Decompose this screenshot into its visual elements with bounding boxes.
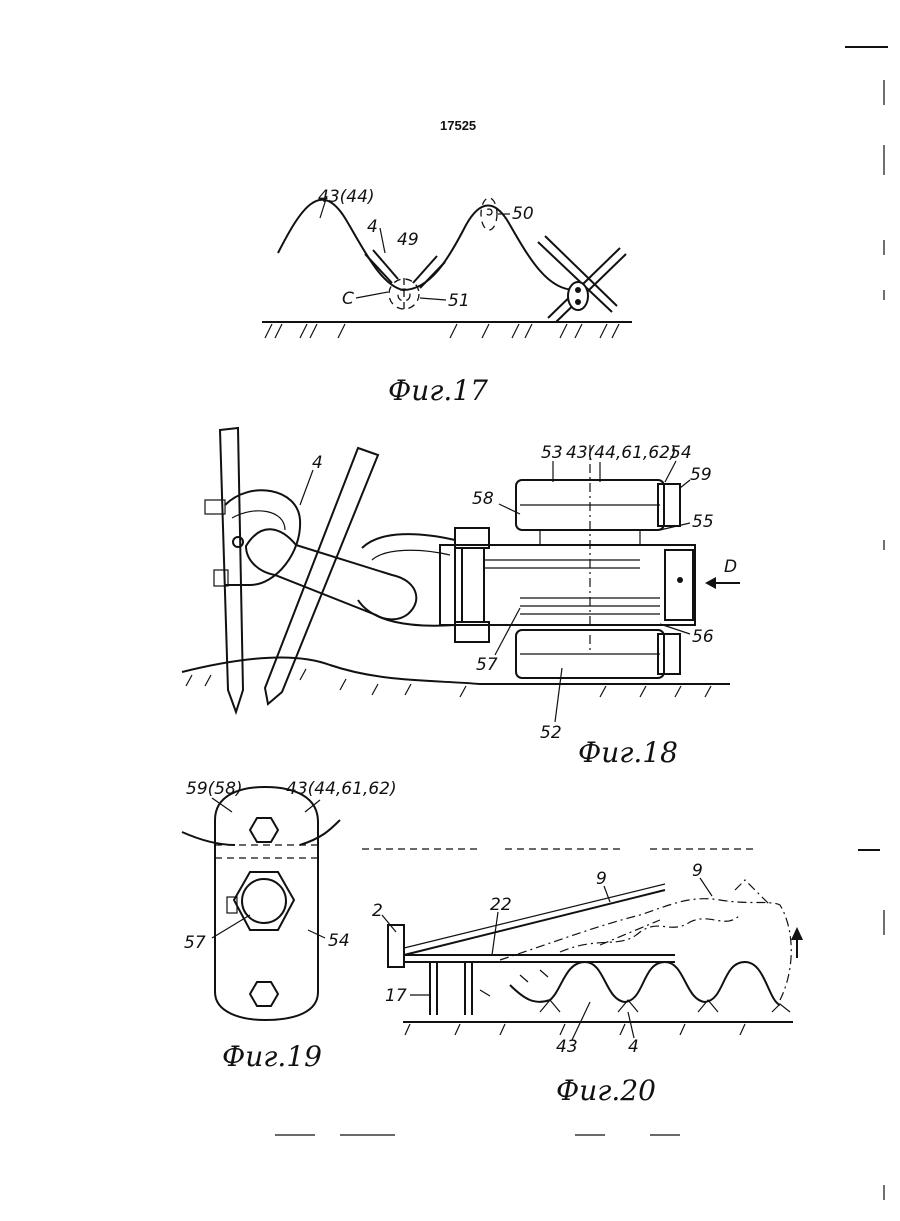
label-59-58: 59(58) [186,779,243,799]
label-43-44-61-62: 43(44,61,62) [286,779,397,799]
label-54: 54 [328,931,350,951]
label-52: 52 [540,723,562,743]
label-4: 4 [312,453,323,473]
figure-20: 2 22 9 9 17 43 4 Фиг.20 [362,849,803,1107]
tines-4 [540,1000,790,1012]
figure-19: 59(58) 43(44,61,62) 57 54 Фиг.19 [182,779,397,1073]
label-C: C [342,289,354,309]
label-58: 58 [472,489,494,509]
boom-9 [404,890,665,955]
label-2: 2 [372,901,383,921]
label-51: 51 [448,291,470,311]
axle-shaft [440,545,695,625]
spring-arc-right [300,820,340,845]
label-43: 43 [556,1037,578,1057]
label-17: 17 [385,986,407,1006]
clamp-50 [481,198,497,230]
label-50: 50 [512,204,534,224]
label-57: 57 [476,655,498,675]
label-43-44-61-62: 43(44,61,62) [566,443,677,463]
label-59: 59 [690,465,712,485]
label-4: 4 [367,217,378,237]
clamp-plate-54 [215,787,318,1020]
label-43-44: 43(44) [318,187,375,207]
clamp [568,282,588,310]
label-22: 22 [490,895,512,915]
figure-18: 4 53 43(44,61,62) 54 59 58 55 D 56 57 52… [182,428,740,769]
ground-line [182,657,730,684]
caption-fig-18: Фиг.18 [578,736,678,769]
caption-fig-17: Фиг.17 [388,374,488,407]
tine-slanted [265,448,378,704]
spring-arc-left [182,832,235,845]
label-49: 49 [397,230,419,250]
label-57: 57 [184,933,206,953]
nut-59 [658,484,680,526]
label-9-a: 9 [596,869,607,889]
label-55: 55 [692,512,714,532]
label-54: 54 [670,443,692,463]
ground-hatching [265,324,619,338]
wavy-spring-43 [510,962,780,1005]
label-9-b: 9 [692,861,703,881]
nut-lower [250,982,278,1006]
nut-59-58 [250,818,278,842]
label-53: 53 [541,443,563,463]
caption-fig-19: Фиг.19 [222,1040,322,1073]
connecting-rod [246,529,416,619]
label-56: 56 [692,627,714,647]
figure-17: 43(44) 4 49 50 C 51 Фиг.17 [262,187,632,407]
label-4: 4 [628,1037,639,1057]
caption-fig-20: Фиг.20 [556,1074,656,1107]
label-D: D [724,557,737,577]
